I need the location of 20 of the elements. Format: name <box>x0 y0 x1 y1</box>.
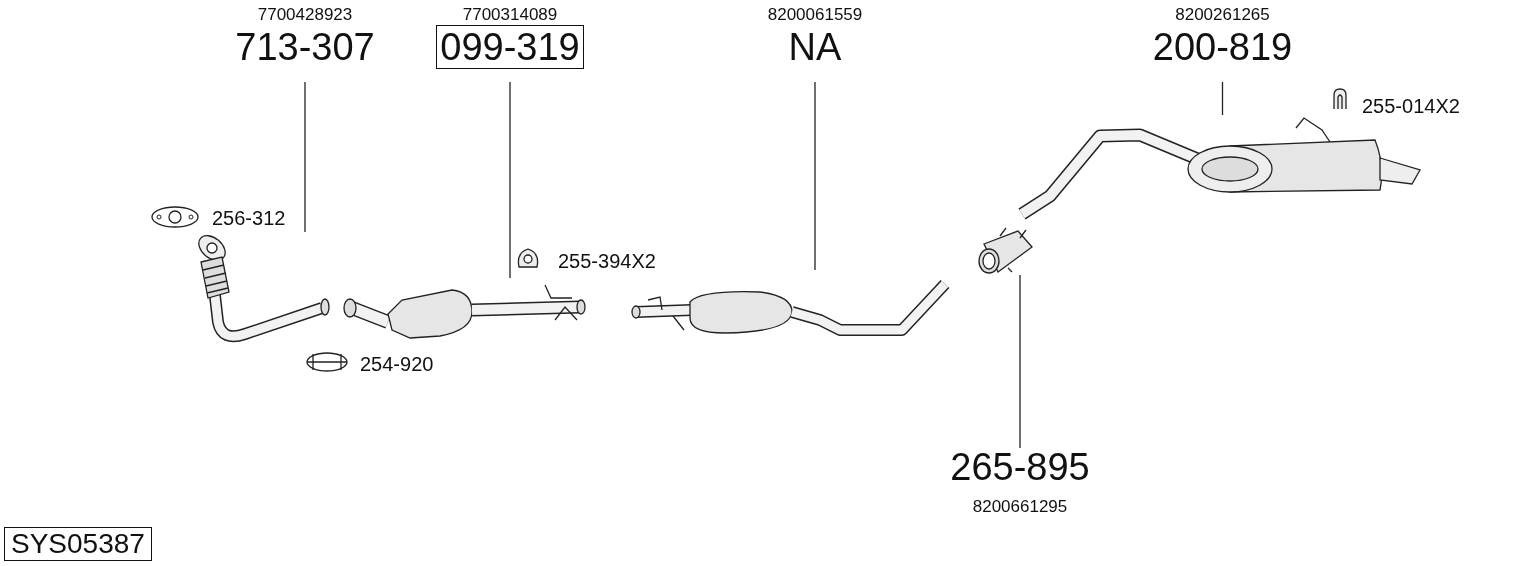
part-number: 265-895 <box>949 448 1091 486</box>
leader-line <box>304 81 306 233</box>
leader-line <box>509 81 511 279</box>
part-number: 713-307 <box>234 28 376 66</box>
reference-number: 8200661295 <box>971 498 1069 515</box>
part-number: 255-014X2 <box>1362 96 1460 116</box>
part-number: 256-312 <box>212 208 286 228</box>
reference-number: 7700314089 <box>461 6 559 23</box>
reference-number: 8200261265 <box>1174 6 1271 23</box>
reference-number: 8200061559 <box>766 6 864 23</box>
part-number: 200-819 <box>1151 28 1294 66</box>
leader-line <box>1019 274 1021 449</box>
part-number: NA <box>787 28 843 66</box>
part-number: 099-319 <box>436 25 584 69</box>
part-number: 255-394X2 <box>558 251 656 271</box>
part-number: 254-920 <box>360 354 434 374</box>
leader-line <box>814 81 816 271</box>
reference-number: 7700428923 <box>256 6 354 23</box>
diagram-number: SYS05387 <box>4 527 152 561</box>
leader-line <box>1221 81 1224 116</box>
